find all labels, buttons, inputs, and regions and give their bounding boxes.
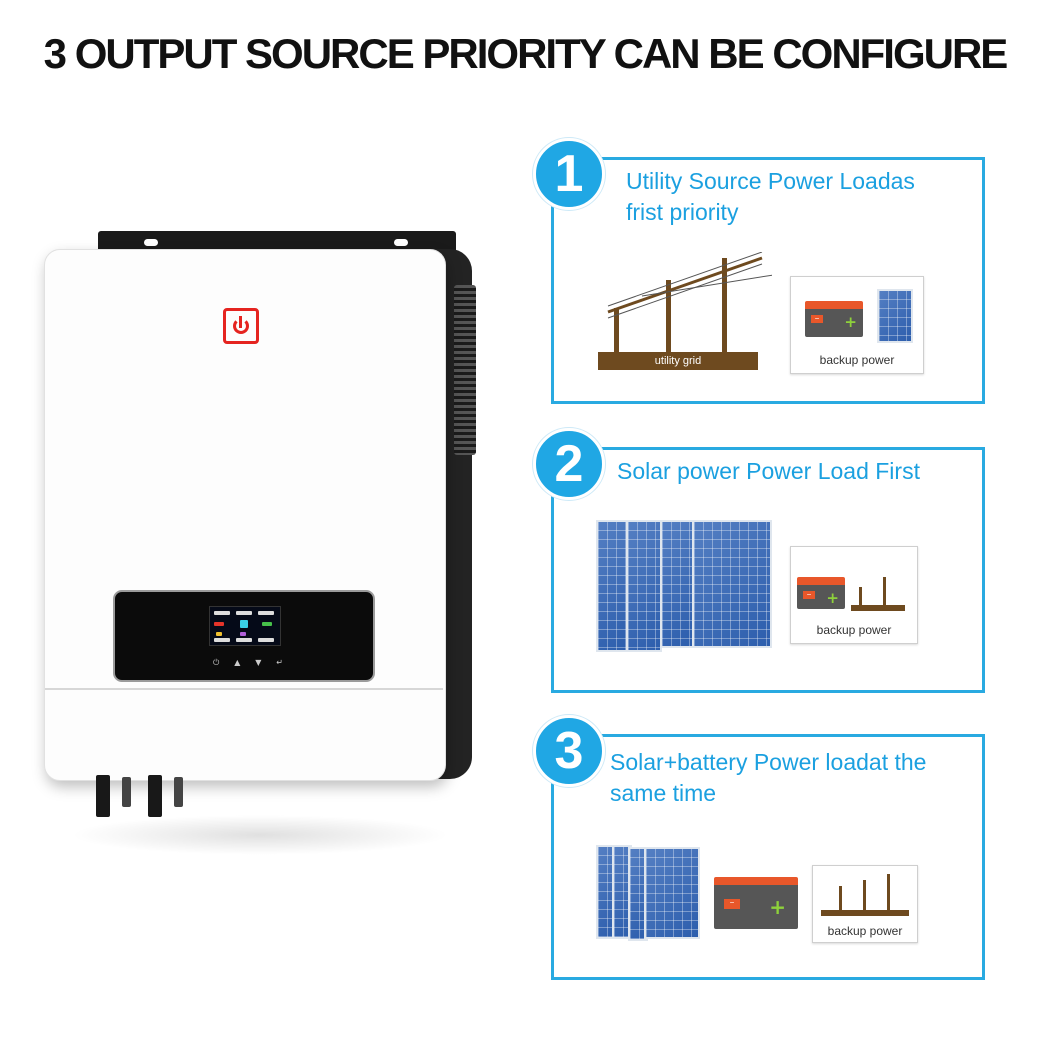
backup-power-card: −+ backup power [790,276,924,374]
dc-connector [174,777,183,807]
panel-keys: ⏻ ▲ ▼ ↵ [213,658,283,668]
utility-grid-label: utility grid [598,352,758,370]
battery-icon: −+ [797,577,845,609]
priority-badge-1: 1 [533,138,605,210]
priority-card-2: Solar power Power Load First −+ backup p… [551,447,985,693]
solar-panel-icon [644,847,700,939]
solar-panel-icon [877,289,913,343]
battery-icon: − + [714,877,798,929]
up-key-icon: ▲ [234,658,241,667]
priority-1-title: Utility Source Power Loadas frist priori… [626,168,915,225]
power-icon [223,308,259,344]
control-panel: ⏻ ▲ ▼ ↵ [113,590,375,682]
priority-card-1: Utility Source Power Loadas frist priori… [551,157,985,404]
solar-panel-icon [660,520,694,648]
lcd-display [209,606,281,646]
down-key-icon: ▼ [255,658,262,667]
dc-connector [96,775,110,817]
solar-panel-icon [692,520,772,648]
solar-panel-icon [596,520,628,652]
power-lines-icon [607,252,772,319]
dc-connector [122,777,131,807]
page-headline: 3 OUTPUT SOURCE PRIORITY CAN BE CONFIGUR… [43,30,1009,77]
priority-badge-3: 3 [533,715,605,787]
backup-power-card: backup power [812,865,918,943]
cooling-vent [454,285,476,455]
priority-3-title: Solar+battery Power loadat the same time [610,749,927,806]
priority-badge-2: 2 [533,428,605,500]
priority-2-title: Solar power Power Load First [617,458,920,484]
enter-key-icon: ↵ [276,658,283,667]
solar-panel-icon [626,520,662,652]
solar-panel-icon [612,845,632,939]
power-key-icon: ⏻ [213,658,220,667]
priority-card-3: Solar+battery Power loadat the same time… [551,734,985,980]
inverter-product-image: ⏻ ▲ ▼ ↵ [30,225,500,855]
battery-icon: −+ [805,301,863,337]
inverter-front-panel: ⏻ ▲ ▼ ↵ [44,249,446,781]
backup-power-card: −+ backup power [790,546,918,644]
dc-connector [148,775,162,817]
